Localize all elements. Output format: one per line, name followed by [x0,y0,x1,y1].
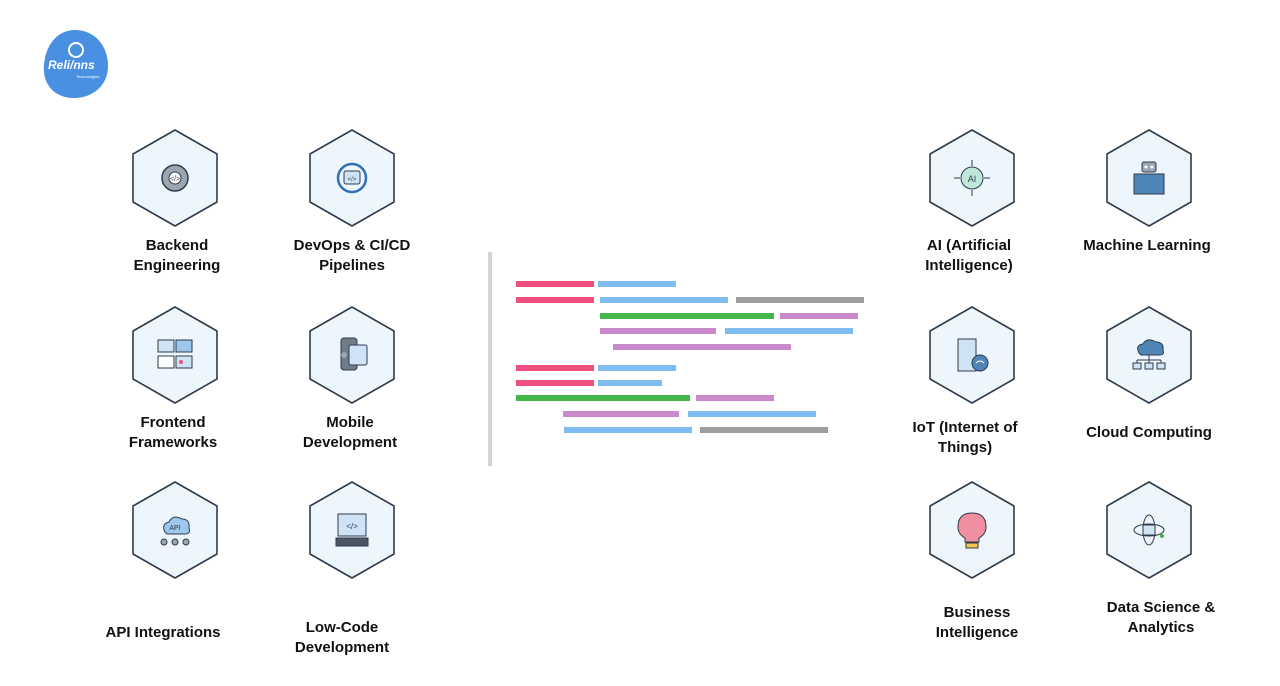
code-line-bar [696,395,774,401]
code-line-bar [736,297,864,303]
code-line-bar [598,281,676,287]
service-tile[interactable] [1104,305,1194,405]
ui-components-icon [157,339,193,369]
robot-book-icon [1133,161,1165,195]
service-tile[interactable] [927,305,1017,405]
code-line-bar [780,313,858,319]
service-label-line-2: Intelligence) [925,257,1013,274]
service-label-line-1: Mobile [326,414,374,431]
code-line-bar [564,427,692,433]
low-code-icon: </> [335,513,369,547]
service-label: Cloud Computing [1064,423,1234,443]
service-label-line-2: Pipelines [319,257,385,274]
service-label: API Integrations [78,623,248,643]
code-line-bar [600,313,774,319]
code-line-bar [563,411,679,417]
code-line-bar [613,344,791,350]
service-label: Data Science & Analytics [1076,598,1246,638]
service-tile[interactable] [1104,480,1194,580]
service-label-line-2: Things) [937,439,993,456]
logo-blob-icon [43,30,108,98]
service-label-line-1: IoT (Internet of [912,419,1018,436]
code-line-bar [516,281,594,287]
iot-door-icon [957,338,989,372]
service-label-line-2: Analytics [1127,619,1195,636]
service-label-line-1: DevOps & CI/CD [293,237,411,254]
service-label: Machine Learning [1062,236,1232,256]
atom-data-icon [1133,514,1165,546]
service-label-line-1: Business [943,604,1011,621]
service-label-line-2: Development [302,434,398,451]
code-line-bar [516,395,690,401]
service-tile[interactable] [1104,128,1194,228]
service-tile[interactable] [130,305,220,405]
service-tile[interactable]: API [130,480,220,580]
code-line-bar [516,365,594,371]
code-gutter [488,252,492,466]
service-tile[interactable] [307,305,397,405]
service-tile[interactable]: </> [307,480,397,580]
service-label-line-1: Cloud Computing [1086,424,1212,441]
service-label-line-2: Development [294,639,390,656]
code-line-bar [700,427,828,433]
code-line-bar [598,380,662,386]
code-line-bar [516,297,594,303]
svg-text:</>: </> [346,522,358,531]
service-label-line-2: Intelligence [935,624,1019,641]
service-tile[interactable]: </> [130,128,220,228]
code-line-bar [688,411,816,417]
service-label-line-1: Low-Code [305,619,379,636]
api-cloud-icon: API [160,516,190,546]
mobile-devices-icon [340,337,368,371]
service-label-line-1: API Integrations [105,624,221,641]
service-tile[interactable]: </> [307,128,397,228]
service-tile[interactable] [927,480,1017,580]
brand-tagline: Technologies [76,74,100,79]
brand-name: Reli/nns [48,58,95,72]
devops-loop-icon: </> [336,162,368,194]
cloud-network-icon [1132,339,1166,370]
service-label-line-2: Engineering [133,257,221,274]
service-label-line-2: Frameworks [128,434,218,451]
svg-text:API: API [169,525,180,532]
svg-text:</>: </> [348,177,357,183]
svg-text:AI: AI [968,174,977,184]
service-label-line-1: Frontend [140,414,206,431]
code-line-bar [600,297,728,303]
gear-code-icon: </> [161,164,189,192]
brain-bulb-icon [957,512,987,549]
code-line-bar [598,365,676,371]
code-line-bar [725,328,853,334]
service-label-line-1: Backend [145,237,209,254]
code-line-bar [600,328,716,334]
service-label-line-1: Data Science & [1106,599,1216,616]
service-label: IoT (Internet of Things) [880,418,1050,458]
service-label-line-1: AI (Artificial [926,237,1012,254]
svg-text:</>: </> [170,176,180,183]
service-label-line-1: Machine Learning [1083,237,1211,254]
ai-chip-icon: AI [954,160,990,196]
service-label: DevOps & CI/CD Pipelines [267,236,437,276]
code-line-bar [516,380,594,386]
service-tile[interactable]: AI [927,128,1017,228]
